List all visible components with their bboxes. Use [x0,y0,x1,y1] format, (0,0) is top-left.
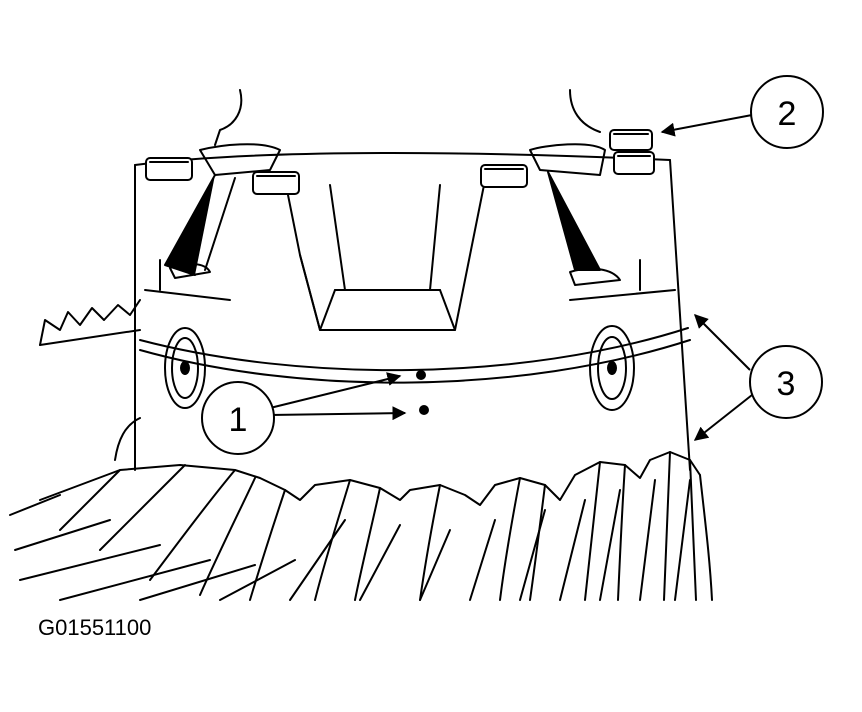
callout-2: 2 [750,75,824,149]
callout-1-arrow-upper [269,372,402,409]
callout-1-arrow-lower [269,406,407,421]
bearing-cap-bolt-left-rear [145,157,193,181]
punch-mark-upper [416,370,426,380]
svg-text:1: 1 [229,401,248,439]
ring-gear [9,451,713,601]
bearing-cap-bolt-right-rear-top [609,129,653,151]
callout-2-arrow [660,114,753,137]
adjuster-oval-right [589,325,635,411]
bearing-cap-bolt-left-front [252,171,300,195]
figure-id-label: G01551100 [38,615,152,640]
callout-3-arrow-upper [694,314,751,371]
center-recess [284,179,486,331]
callout-3: 3 [749,345,823,419]
bearing-caps [164,89,621,286]
bearing-cap-bolt-right-front [480,164,528,188]
callout-1: 1 [201,381,275,455]
bearing-cap-bolt-right-rear [613,151,655,175]
callout-3-arrow-lower [693,394,753,441]
svg-text:3: 3 [777,365,796,403]
punch-mark-lower [419,405,429,415]
pinion-gear-fragment [39,299,141,461]
svg-text:2: 2 [778,95,797,133]
adjuster-oval-left [164,327,206,409]
